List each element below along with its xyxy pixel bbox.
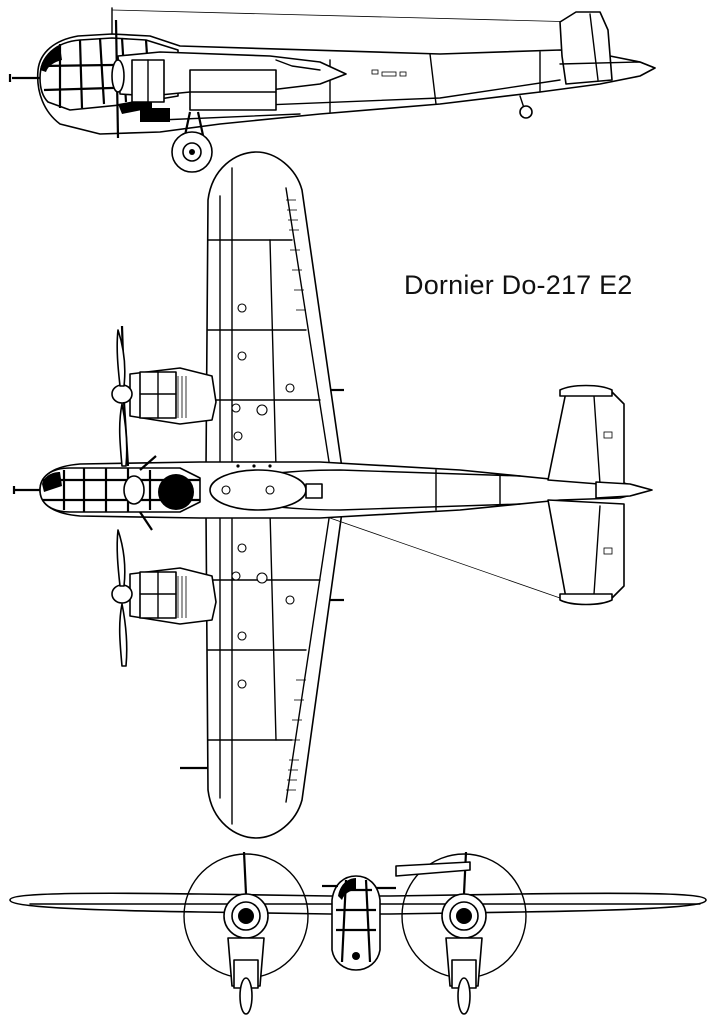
top-view — [12, 151, 653, 839]
side-view — [8, 7, 656, 173]
front-view — [9, 851, 707, 1015]
drawing-title: Dornier Do-217 E2 — [404, 270, 633, 300]
